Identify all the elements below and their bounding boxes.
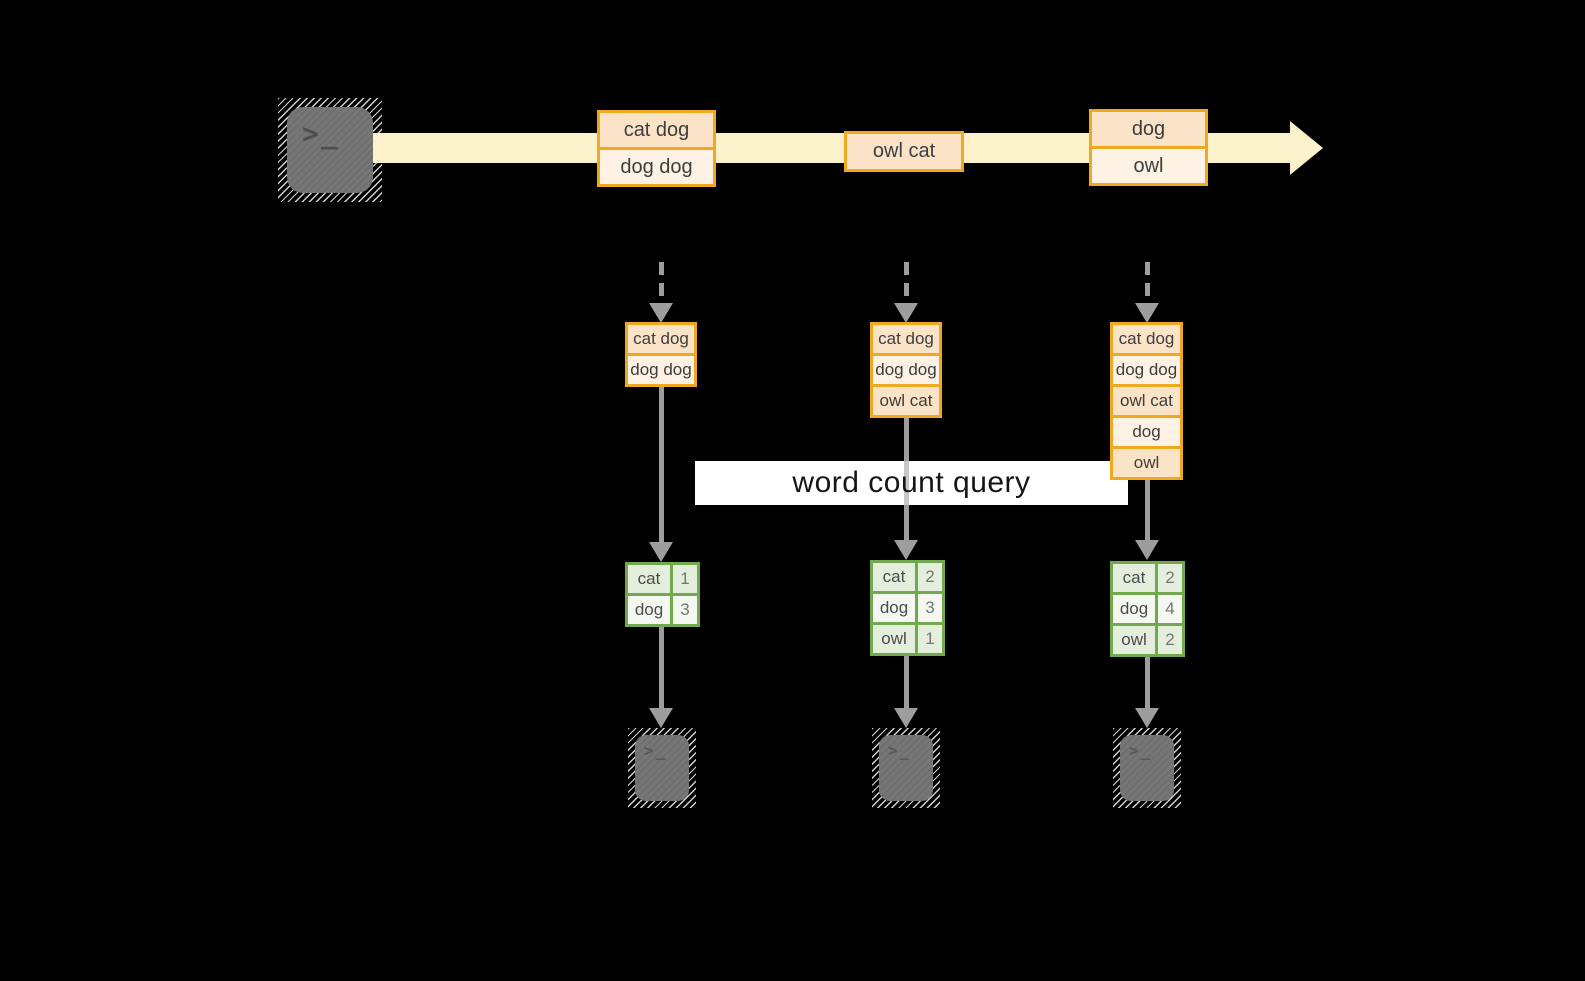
terminal-icon: >_ [879, 735, 933, 801]
terminal-prompt-glyph: >_ [888, 741, 912, 760]
count-cell: 2 [918, 563, 942, 591]
terminal-icon: >_ [287, 107, 373, 193]
batch-box-1: cat dog dog dog [597, 110, 716, 187]
batch-box-2: owl cat [844, 131, 964, 172]
count-cell: 1 [918, 625, 942, 653]
state-cell: dog dog [873, 356, 939, 384]
state-cell: dog dog [628, 356, 694, 384]
count-cell: 4 [1158, 595, 1182, 623]
count-cell: 2 [1158, 626, 1182, 654]
arrow-shaft [1145, 480, 1150, 540]
state-cell: owl cat [1113, 387, 1180, 415]
arrowhead-icon [1135, 540, 1159, 560]
state-cell: dog dog [1113, 356, 1180, 384]
stream-arrowhead-icon [1290, 121, 1323, 175]
sink-terminal-icon: >_ [628, 728, 696, 808]
state-box-1: cat dog dog dog [625, 322, 697, 387]
count-table-2: cat 2 dog 3 owl 1 [870, 560, 945, 656]
count-cell: 3 [918, 594, 942, 622]
arrow-shaft [659, 387, 664, 542]
dashed-arrow-shaft [1145, 262, 1150, 303]
sink-terminal-icon: >_ [872, 728, 940, 808]
arrowhead-icon [894, 540, 918, 560]
word-cell: dog [628, 596, 670, 624]
query-label: word count query [792, 466, 1031, 499]
state-cell: cat dog [628, 325, 694, 353]
batch-cell: dog dog [600, 150, 713, 184]
word-cell: owl [873, 625, 915, 653]
batch-cell: owl cat [847, 134, 961, 169]
dashed-arrowhead-icon [649, 303, 673, 323]
state-cell: dog [1113, 418, 1180, 446]
word-cell: cat [628, 565, 670, 593]
count-table-1: cat 1 dog 3 [625, 562, 700, 627]
arrow-shaft [659, 627, 664, 708]
state-cell: cat dog [873, 325, 939, 353]
arrowhead-icon [649, 708, 673, 728]
batch-cell: cat dog [600, 113, 713, 147]
word-cell: dog [1113, 595, 1155, 623]
state-cell: owl cat [873, 387, 939, 415]
arrowhead-icon [649, 542, 673, 562]
dashed-arrowhead-icon [1135, 303, 1159, 323]
arrowhead-icon [894, 708, 918, 728]
word-cell: cat [1113, 564, 1155, 592]
terminal-prompt-glyph: >_ [1129, 741, 1153, 760]
count-cell: 1 [673, 565, 697, 593]
batch-cell: dog [1092, 112, 1205, 146]
terminal-prompt-glyph: >_ [644, 741, 668, 760]
arrow-through-band [904, 461, 909, 505]
count-cell: 3 [673, 596, 697, 624]
arrow-shaft [904, 656, 909, 708]
state-cell: owl [1113, 449, 1180, 477]
arrowhead-icon [1135, 708, 1159, 728]
terminal-prompt-glyph: >_ [302, 117, 340, 150]
batch-cell: owl [1092, 149, 1205, 183]
dashed-arrow-shaft [904, 262, 909, 303]
state-box-3: cat dog dog dog owl cat dog owl [1110, 322, 1183, 480]
arrow-shaft [1145, 657, 1150, 708]
state-box-2: cat dog dog dog owl cat [870, 322, 942, 418]
source-terminal-icon: >_ [278, 98, 382, 202]
query-label-band: word count query [695, 461, 1128, 505]
count-cell: 2 [1158, 564, 1182, 592]
terminal-icon: >_ [635, 735, 689, 801]
count-table-3: cat 2 dog 4 owl 2 [1110, 561, 1185, 657]
dashed-arrowhead-icon [894, 303, 918, 323]
word-cell: dog [873, 594, 915, 622]
sink-terminal-icon: >_ [1113, 728, 1181, 808]
word-cell: owl [1113, 626, 1155, 654]
state-cell: cat dog [1113, 325, 1180, 353]
batch-box-3: dog owl [1089, 109, 1208, 186]
word-cell: cat [873, 563, 915, 591]
dashed-arrow-shaft [659, 262, 664, 303]
terminal-icon: >_ [1120, 735, 1174, 801]
